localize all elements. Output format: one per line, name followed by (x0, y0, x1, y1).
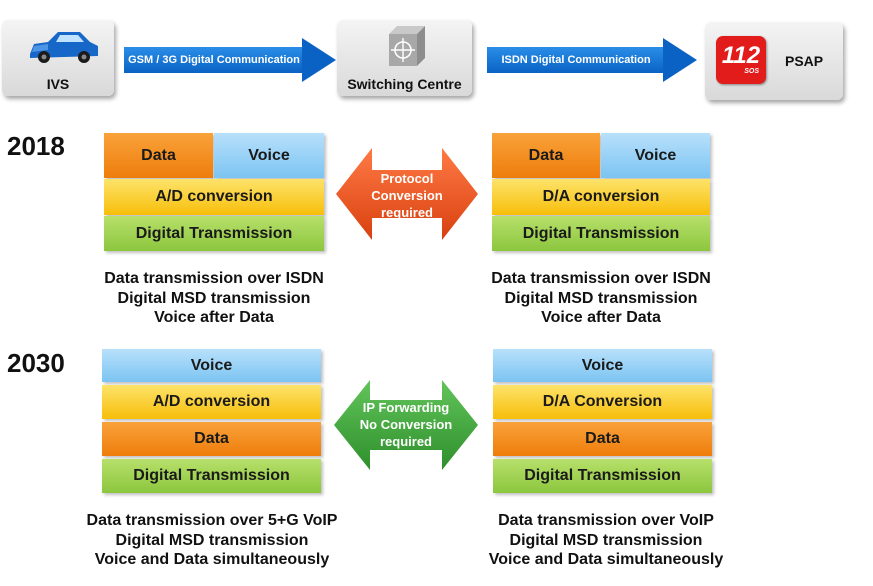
logo-sos-text: SOS (744, 68, 759, 75)
layer-da-conversion: D/A conversion (492, 179, 710, 215)
arrow-text-line-1: IP Forwarding (362, 400, 450, 415)
car-icon (30, 32, 98, 63)
desc-line: Digital MSD transmission (504, 289, 698, 307)
gsm-3g-arrow: GSM / 3G Digital Communication (124, 38, 336, 82)
layer-voice: Voice (601, 133, 710, 178)
desc-line: Data transmission over ISDN (104, 270, 324, 287)
gsm-3g-arrow-head (302, 38, 336, 82)
desc-line: Digital MSD transmission (117, 289, 311, 307)
switching-centre-box: Switching Centre (337, 20, 472, 96)
layer-data: Data (493, 422, 712, 456)
layer-voice: Voice (214, 133, 324, 178)
desc-line: Digital MSD transmission (115, 531, 309, 549)
gsm-3g-arrow-label: GSM / 3G Digital Communication (124, 47, 304, 73)
desc-2018-ivs: Data transmission over ISDN Digital MSD … (44, 269, 384, 328)
stack-2018-psap: Data Voice D/A conversion Digital Transm… (492, 133, 710, 251)
desc-line: Digital MSD transmission (509, 531, 703, 549)
desc-line: Voice and Data simultaneously (94, 551, 330, 568)
stack-2018-ivs: Data Voice A/D conversion Digital Transm… (104, 133, 324, 251)
stack-2030-psap: Voice D/A Conversion Data Digital Transm… (493, 349, 712, 493)
desc-2030-ivs: Data transmission over 5+G VoIP Digital … (22, 511, 402, 570)
layer-digital-transmission: Digital Transmission (104, 216, 324, 251)
layer-digital-transmission: Digital Transmission (493, 459, 712, 493)
psap-label: PSAP (785, 53, 824, 69)
layer-ad-conversion: A/D conversion (104, 179, 324, 215)
arrow-text-line-3: required (379, 434, 432, 449)
psap-box: 112 SOS PSAP (705, 22, 843, 100)
switching-centre-label: Switching Centre (347, 76, 462, 92)
layer-data: Data (102, 422, 321, 456)
year-2030-label: 2030 (7, 348, 65, 378)
double-arrow-shape (336, 148, 478, 240)
desc-line: Data transmission over VoIP (498, 512, 714, 529)
desc-line: Data transmission over ISDN (491, 270, 711, 287)
arrow-text-line-2: Conversion (371, 188, 443, 203)
desc-line: Voice after Data (541, 309, 661, 326)
ivs-box: IVS (2, 20, 114, 96)
layer-data: Data (104, 133, 213, 178)
double-arrow-shape (334, 380, 478, 470)
protocol-conversion-arrow: Protocol Conversion required (336, 146, 478, 242)
ivs-label: IVS (46, 76, 70, 92)
switch-cube-icon (389, 26, 425, 66)
layer-digital-transmission: Digital Transmission (492, 216, 710, 251)
desc-line: Data transmission over 5+G VoIP (86, 512, 338, 529)
layer-voice: Voice (102, 349, 321, 382)
desc-2018-psap: Data transmission over ISDN Digital MSD … (431, 269, 771, 328)
emergency-112-logo: 112 SOS (716, 36, 766, 84)
layer-voice: Voice (493, 349, 712, 382)
arrow-text-line-3: required (380, 205, 433, 220)
layer-digital-transmission: Digital Transmission (102, 459, 321, 493)
arrow-text-line-2: No Conversion (359, 417, 453, 432)
logo-112-number: 112 (721, 42, 761, 69)
isdn-arrow-head (663, 38, 697, 82)
year-2018-label: 2018 (7, 131, 65, 161)
ip-forwarding-arrow: IP Forwarding No Conversion required (334, 378, 478, 472)
isdn-arrow: ISDN Digital Communication (487, 38, 697, 82)
desc-2030-psap: Data transmission over VoIP Digital MSD … (416, 511, 796, 570)
stack-2030-ivs: Voice A/D conversion Data Digital Transm… (102, 349, 321, 493)
desc-line: Voice and Data simultaneously (488, 551, 724, 568)
layer-data: Data (492, 133, 600, 178)
desc-line: Voice after Data (154, 309, 274, 326)
layer-da-conversion: D/A Conversion (493, 385, 712, 419)
isdn-arrow-label: ISDN Digital Communication (487, 47, 665, 73)
arrow-text-line-1: Protocol (380, 171, 434, 186)
layer-ad-conversion: A/D conversion (102, 385, 321, 419)
